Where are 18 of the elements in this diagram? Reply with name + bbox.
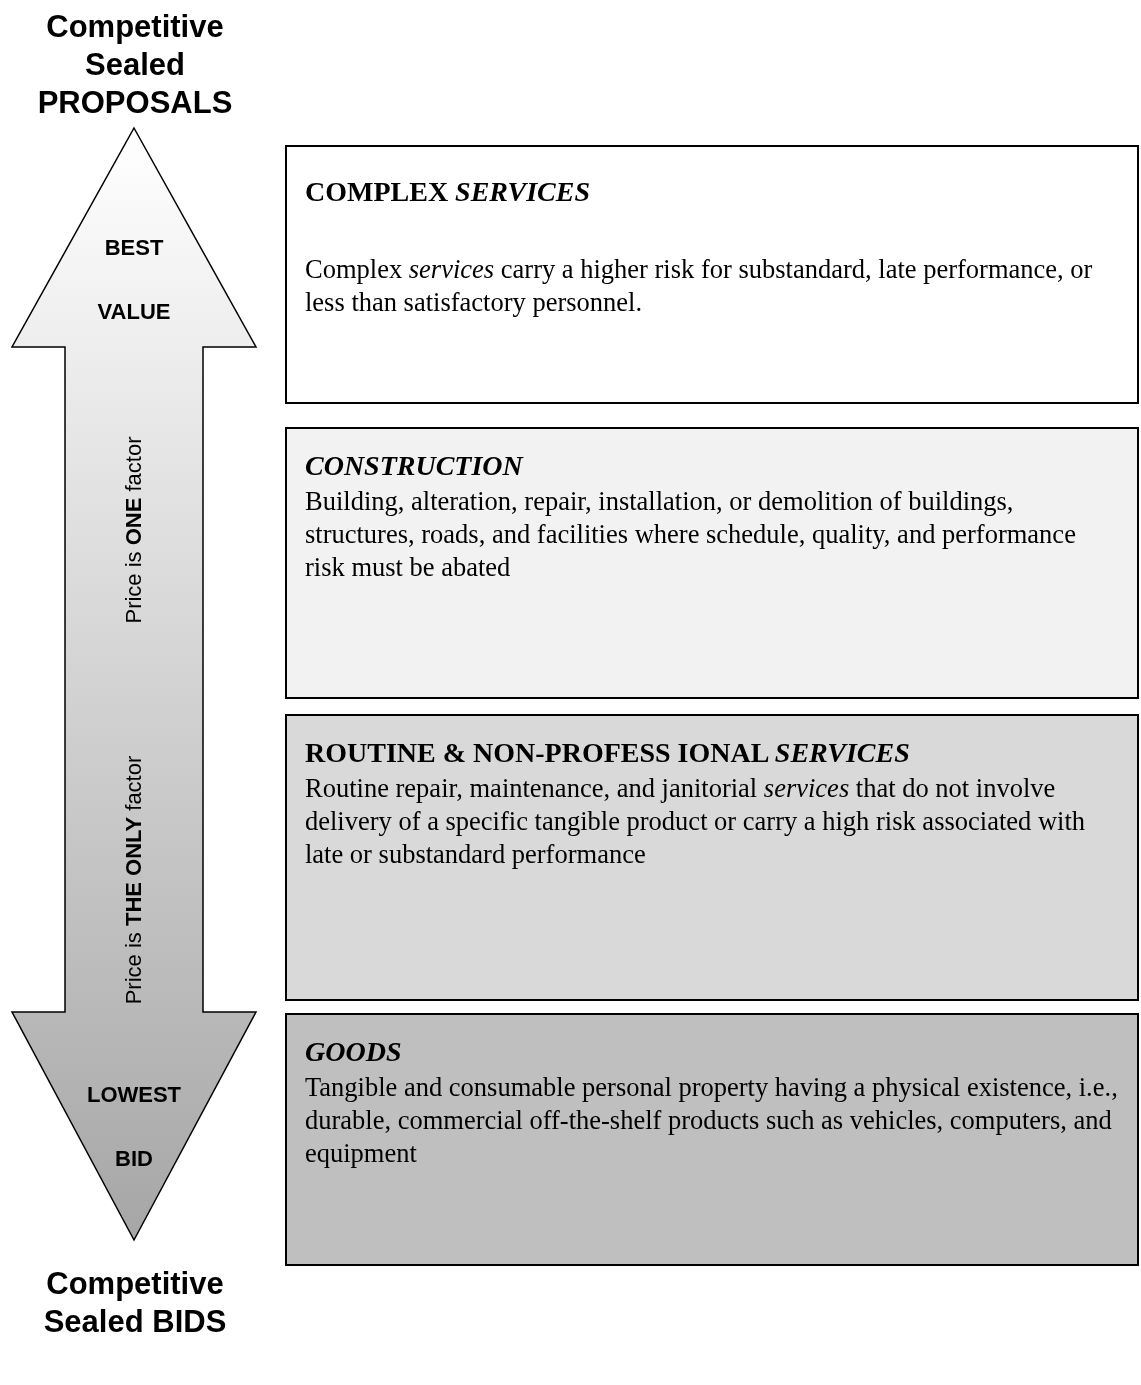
- category-heading: CONSTRUCTION: [305, 449, 525, 483]
- category-box: [285, 427, 1139, 699]
- category-description: Complex services carry a higher risk for substandard, late performance, or less than satisfactory personnel.: [305, 253, 1094, 319]
- arrow-end-label: LOWEST BID: [85, 1081, 183, 1173]
- category-box: [285, 1013, 1139, 1266]
- category-box: [285, 714, 1139, 1001]
- category-heading: COMPLEX SERVICES: [305, 175, 592, 209]
- method-label: Competitive Sealed BIDS: [42, 1265, 228, 1341]
- category-heading: ROUTINE & NON-PROFESS IONAL SERVICES: [305, 736, 911, 770]
- category-description: Building, alteration, repair, installation, or demolition of buildings, structures, roads, and facilities where schedule, quality, and performance risk must be abated: [305, 485, 1077, 584]
- arrow-end-label: BEST VALUE: [96, 234, 172, 326]
- category-box: [285, 145, 1139, 404]
- category-description: Routine repair, maintenance, and janitorial services that do not involve delivery of a specific tangible product or carry a high risk associated with late or substandard performance: [305, 772, 1086, 871]
- method-label: Competitive Sealed PROPOSALS: [36, 8, 234, 122]
- arrow-label: Price is ONE factor: [121, 436, 147, 624]
- category-heading: GOODS: [305, 1035, 403, 1069]
- category-description: Tangible and consumable personal property having a physical existence, i.e., durable, commercial off-the-shelf products such as vehicles, computers, and equipment: [305, 1071, 1119, 1170]
- arrow-label: Price is THE ONLY factor: [121, 755, 147, 1005]
